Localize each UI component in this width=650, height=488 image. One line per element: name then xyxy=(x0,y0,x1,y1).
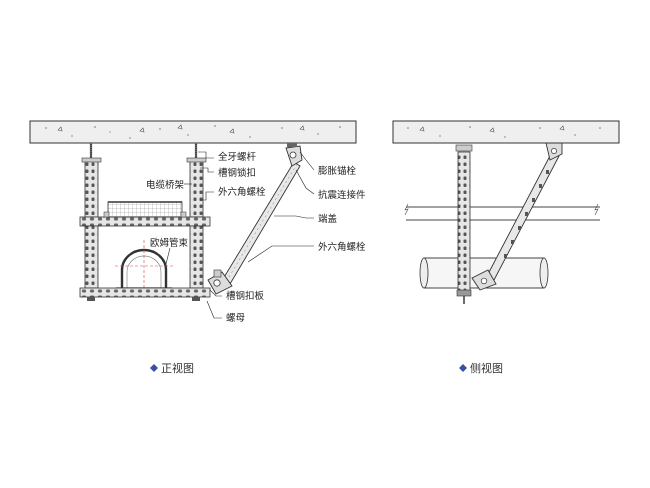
diagonal-brace-front xyxy=(207,143,303,295)
label-hex-bolt-left: 外六角螺栓 xyxy=(218,186,266,198)
caption-front-view: 正视图 xyxy=(161,361,194,375)
vertical-channel-side xyxy=(455,144,473,304)
bottom-support-channel xyxy=(79,287,211,298)
lower-channel-posts xyxy=(84,225,204,289)
label-channel-buckle: 槽钢扣板 xyxy=(226,290,265,302)
label-end-cap: 端盖 xyxy=(318,213,338,225)
leader-lines-front xyxy=(165,151,315,319)
upper-channel-brackets xyxy=(81,157,207,218)
diagonal-brace-side xyxy=(471,142,563,291)
label-omega-clamp: 欧姆管束 xyxy=(150,237,189,249)
label-hex-bolt-right: 外六角螺栓 xyxy=(318,241,366,253)
diamond-bullet-icon xyxy=(150,364,158,372)
front-view: 全牙螺杆 槽钢锁扣 电缆桥架 外六角螺栓 欧姆管束 槽钢扣板 螺母 膨胀锚栓 抗… xyxy=(29,120,366,375)
label-cable-tray: 电缆桥架 xyxy=(146,179,185,191)
tray-support-channel xyxy=(79,216,211,227)
label-seismic-connector: 抗震连接件 xyxy=(318,189,366,201)
side-view: 侧视图 xyxy=(392,120,620,375)
diamond-bullet-icon xyxy=(459,364,467,372)
label-nut: 螺母 xyxy=(226,313,245,324)
bottom-nuts xyxy=(87,297,200,301)
cable-tray xyxy=(103,201,187,218)
concrete-slab-front xyxy=(29,120,357,144)
label-expansion-anchor: 膨胀锚栓 xyxy=(318,165,357,177)
cable-tray-side xyxy=(404,203,600,221)
concrete-slab-side xyxy=(392,120,620,144)
caption-side-view: 侧视图 xyxy=(470,361,503,375)
label-channel-lock: 槽钢锁扣 xyxy=(218,167,256,179)
label-threaded-rod: 全牙螺杆 xyxy=(218,151,257,163)
